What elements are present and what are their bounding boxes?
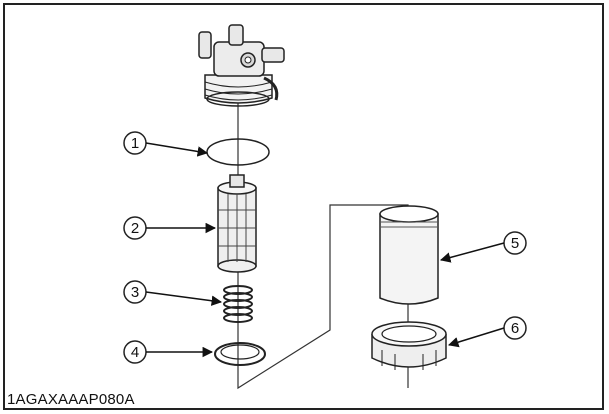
- ring: [214, 342, 266, 366]
- callout-1-arrow: [145, 142, 209, 157]
- figure-id-label: 1AGAXAAAP080A: [7, 391, 135, 408]
- filter-head: [198, 24, 285, 107]
- callout-5-arrow: [439, 242, 505, 263]
- spring: [223, 285, 253, 323]
- callout-6-label: 6: [511, 320, 519, 337]
- callout-4-label: 4: [131, 344, 139, 361]
- filter-bowl: [379, 205, 439, 305]
- filter-element: [217, 174, 257, 273]
- retaining-ring: [371, 321, 447, 370]
- callout-2-label: 2: [131, 220, 139, 237]
- figure-border: [3, 3, 604, 410]
- callout-3-label: 3: [131, 284, 139, 301]
- callout-5-label: 5: [511, 235, 519, 252]
- callout-6-arrow: [447, 327, 505, 348]
- callout-1-label: 1: [131, 135, 139, 152]
- callout-3-arrow: [145, 291, 223, 306]
